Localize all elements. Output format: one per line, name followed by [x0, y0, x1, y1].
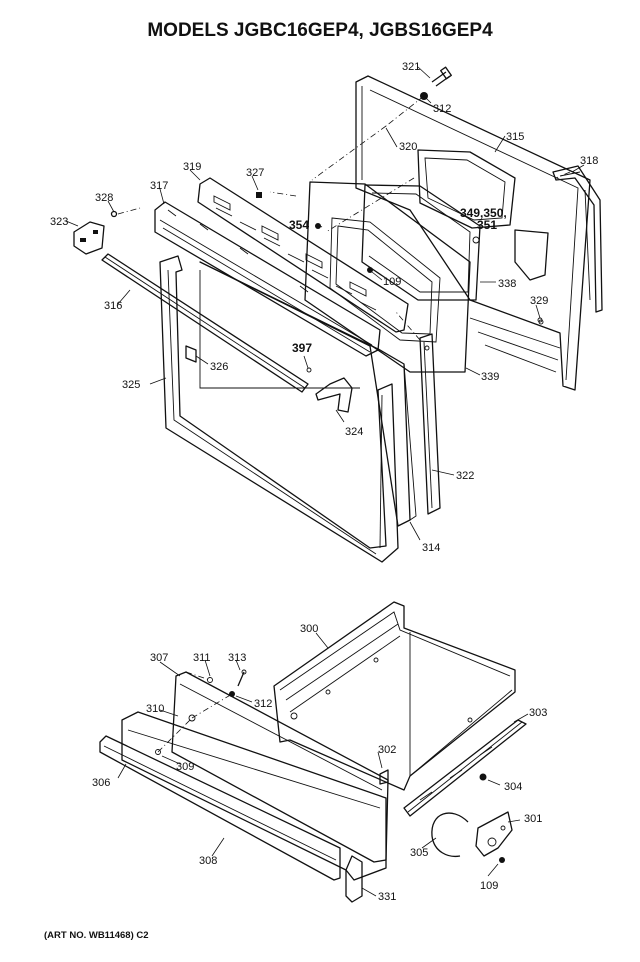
- callout-304: 304: [504, 781, 522, 793]
- part-308-drawer-handle: [99, 735, 341, 881]
- part-315-door-outer-panel: [355, 75, 591, 391]
- part-317-top-trim: [154, 201, 381, 357]
- part-323-hinge-bracket: [73, 221, 105, 255]
- part-304-screw: [479, 773, 487, 781]
- callout-301: 301: [524, 813, 542, 825]
- part-302-clip: [379, 769, 389, 785]
- callout-319: 319: [183, 161, 201, 173]
- callout-331: 331: [378, 891, 396, 903]
- part-307-drawer-panel: [171, 671, 389, 863]
- part-322-side-strip: [419, 333, 441, 515]
- part-397-screw: [306, 367, 312, 373]
- part-309-screw: [155, 749, 161, 755]
- callout-109-upper: 109: [383, 276, 401, 288]
- callout-311: 311: [193, 652, 211, 664]
- part-305-spring: [431, 812, 469, 858]
- callout-302: 302: [378, 744, 396, 756]
- diagram-title: MODELS JGBC16GEP4, JGBS16GEP4: [147, 20, 493, 41]
- callout-314: 314: [422, 542, 440, 554]
- callout-349-350: 349,350,: [460, 206, 507, 220]
- part-318-side-trim: [552, 165, 603, 313]
- part-319-vent-trim: [197, 177, 409, 333]
- art-number: (ART NO. WB11468) C2: [44, 930, 149, 941]
- part-310-spacer: [188, 714, 196, 722]
- part-301-roller-bracket: [475, 811, 513, 857]
- callout-329: 329: [530, 295, 548, 307]
- callout-305: 305: [410, 847, 428, 859]
- part-311-screw: [207, 677, 213, 683]
- callout-320: 320: [399, 141, 417, 153]
- callout-351: 351: [477, 218, 497, 232]
- callout-397: 397: [292, 341, 312, 355]
- part-314-gasket: [199, 261, 417, 527]
- callout-312-lower: 312: [254, 698, 272, 710]
- callout-316: 316: [104, 300, 122, 312]
- callout-315: 315: [506, 131, 524, 143]
- callout-321: 321: [402, 61, 420, 73]
- callout-327: 327: [246, 167, 264, 179]
- part-338-window-glass: [361, 184, 481, 301]
- callout-339: 339: [481, 371, 499, 383]
- callout-109-lower: 109: [480, 880, 498, 892]
- callout-328: 328: [95, 192, 113, 204]
- part-329-screw: [538, 319, 544, 325]
- callout-306: 306: [92, 777, 110, 789]
- callout-325: 325: [122, 379, 140, 391]
- part-313-screw: [237, 669, 247, 687]
- callout-318: 318: [580, 155, 598, 167]
- callout-300: 300: [300, 623, 318, 635]
- part-328-screw: [110, 210, 118, 218]
- callout-308: 308: [199, 855, 217, 867]
- part-331-end-cap: [345, 855, 363, 903]
- callout-313: 313: [228, 652, 246, 664]
- part-109-screw-upper: [367, 267, 373, 273]
- callout-310: 310: [146, 703, 164, 715]
- part-109-screw-lower: [499, 857, 505, 863]
- part-306-drawer-front: [121, 711, 387, 881]
- part-327-clip: [256, 192, 262, 198]
- part-326-bracket: [185, 345, 197, 363]
- callout-354: 354: [289, 218, 309, 232]
- part-300-drawer-body: [273, 601, 516, 791]
- callout-322: 322: [456, 470, 474, 482]
- part-324-hinge-clip: [315, 377, 353, 413]
- callout-338: 338: [498, 278, 516, 290]
- callout-312: 312: [433, 103, 451, 115]
- callout-303: 303: [529, 707, 547, 719]
- part-303-drawer-rail: [403, 719, 527, 817]
- callout-307: 307: [150, 652, 168, 664]
- part-321-screw: [431, 66, 452, 87]
- callout-326: 326: [210, 361, 228, 373]
- callout-324: 324: [345, 426, 363, 438]
- part-316-door-handle: [101, 253, 309, 393]
- part-325-front-frame: [159, 255, 399, 563]
- callout-323: 323: [50, 216, 68, 228]
- callout-317: 317: [150, 180, 168, 192]
- callout-309: 309: [176, 761, 194, 773]
- part-312-washer-lower: [229, 691, 235, 697]
